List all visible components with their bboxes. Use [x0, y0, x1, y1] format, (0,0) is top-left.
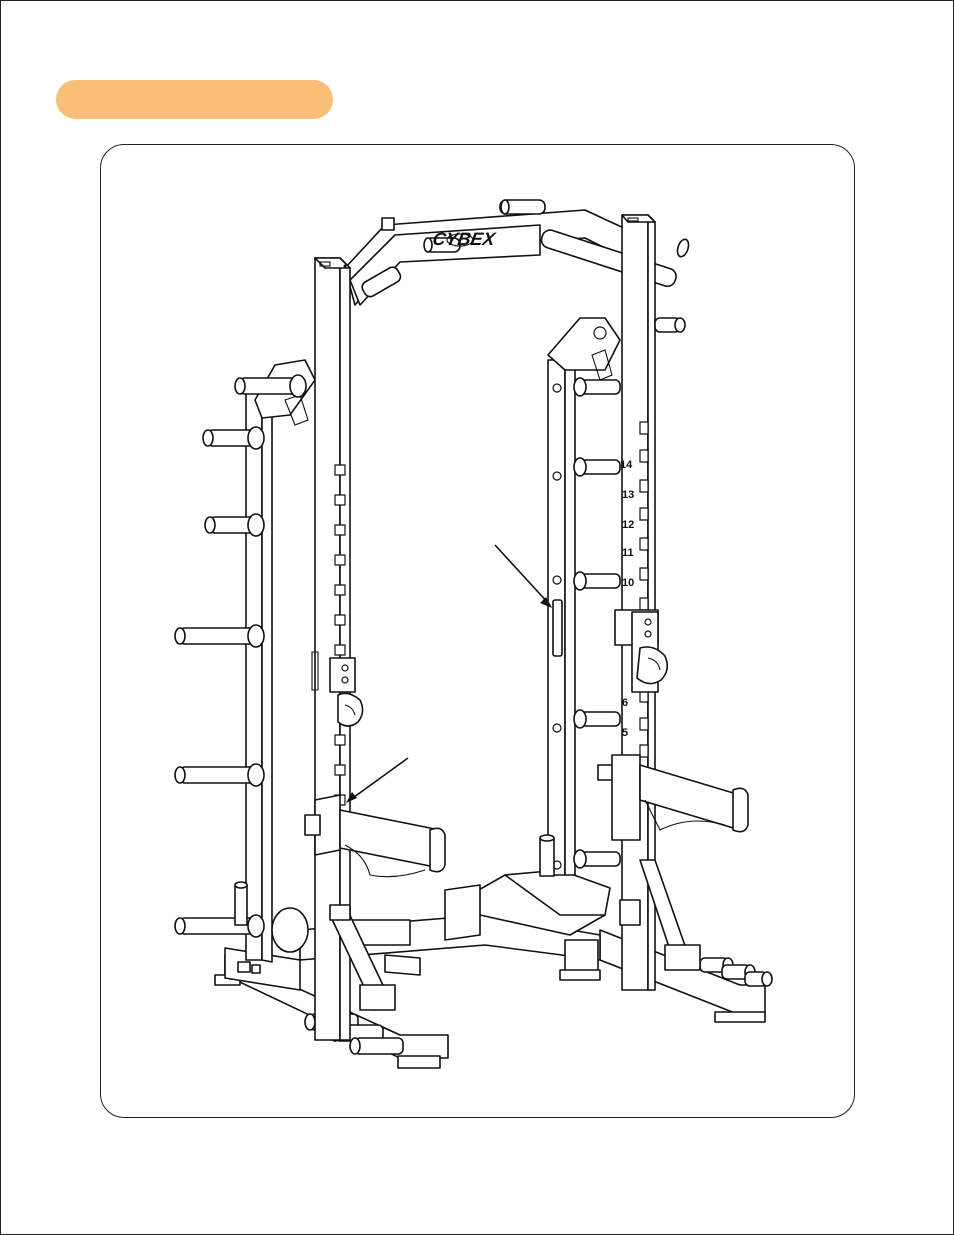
- hole-number: 12: [622, 519, 634, 531]
- hole-number: 6: [622, 697, 628, 709]
- rear-left-upright: [174, 359, 316, 963]
- weight-horn-bottom-right: [699, 957, 773, 987]
- rear-right-upright: [539, 317, 621, 877]
- brand-text: CYBEX: [431, 229, 497, 249]
- section-heading-pill: [56, 80, 333, 119]
- hole-number: 10: [622, 577, 634, 589]
- hole-number: 13: [622, 489, 634, 501]
- front-right-upright: 14 13 12 11 10 6 5: [597, 214, 749, 991]
- front-left-upright: [304, 257, 446, 1041]
- callout-arrow-icon: [494, 544, 552, 608]
- weight-horn-bottom-left-3: [349, 1037, 404, 1055]
- hole-number: 14: [620, 459, 633, 471]
- hole-number: 11: [622, 547, 634, 559]
- cybex-logo-icon: [446, 233, 474, 247]
- label-plate: [552, 599, 563, 657]
- callout-arrow-icon: [346, 757, 409, 803]
- hole-number: 5: [622, 727, 628, 739]
